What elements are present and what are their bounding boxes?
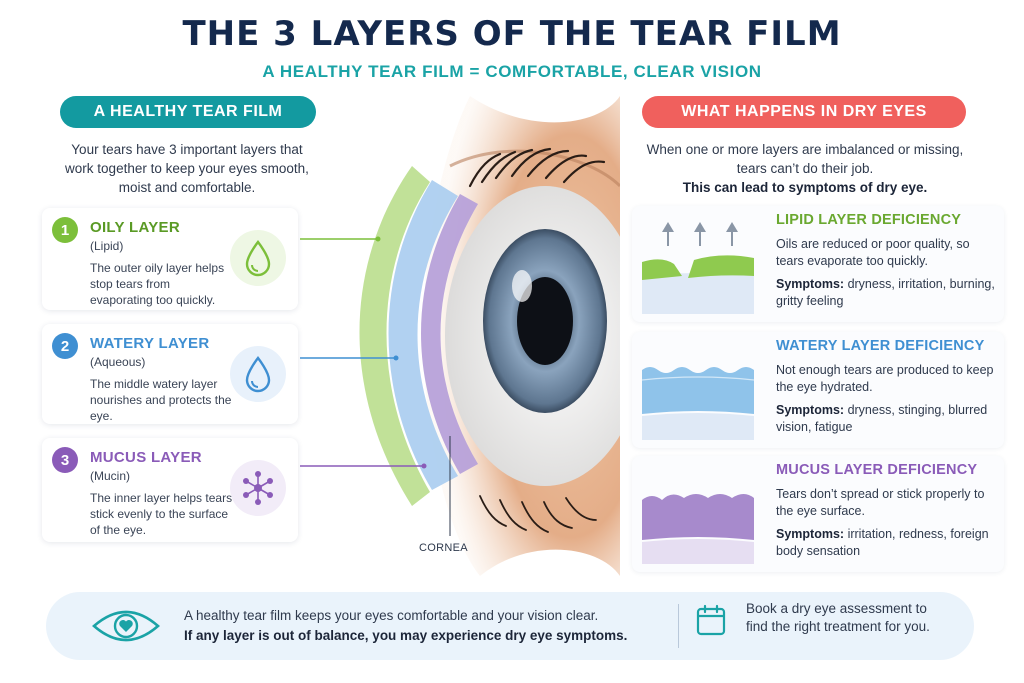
- oil-drop-icon: [230, 230, 286, 286]
- page-subtitle: A HEALTHY TEAR FILM = COMFORTABLE, CLEAR…: [262, 62, 762, 81]
- layer-description: The middle watery layer nourishes and pr…: [90, 377, 232, 423]
- water-drop-icon: [230, 346, 286, 402]
- symptoms-label: Symptoms:: [776, 403, 845, 417]
- footer-message: A healthy tear film keeps your eyes comf…: [184, 606, 664, 646]
- symptoms-text: irritation, redness, foreign body sensat…: [776, 527, 989, 558]
- layer-number: 2: [52, 333, 78, 359]
- layer-subtitle: (Aqueous): [90, 355, 146, 369]
- layer-description: The inner layer helps tears stick evenly…: [90, 491, 233, 537]
- healthy-tear-film-heading: A HEALTHY TEAR FILM: [60, 96, 316, 128]
- layer-description: The outer oily layer helps stop tears fr…: [90, 261, 225, 307]
- deficiency-description: Oils are reduced or poor quality, so tea…: [776, 237, 970, 268]
- mucus-deficiency-card: MUCUS LAYER DEFICIENCY Tears don’t sprea…: [632, 456, 1004, 572]
- healthy-intro-text: Your tears have 3 important layers that …: [65, 142, 309, 195]
- layer-number: 3: [52, 447, 78, 473]
- deficiency-symptoms: Symptoms: irritation, redness, foreign b…: [776, 526, 996, 560]
- oily-layer-card: 1 OILY LAYER (Lipid) The outer oily laye…: [42, 208, 298, 310]
- watery-deficiency-card: WATERY LAYER DEFICIENCY Not enough tears…: [632, 332, 1004, 448]
- deficiency-description: Tears don’t spread or stick properly to …: [776, 487, 985, 518]
- footer-line-2: If any layer is out of balance, you may …: [184, 628, 628, 643]
- calendar-icon: [696, 604, 726, 636]
- deficiency-symptoms: Symptoms: dryness, irritation, burning, …: [776, 276, 996, 310]
- dry-eyes-intro: When one or more layers are imbalanced o…: [640, 140, 970, 197]
- layer-name: WATERY LAYER: [90, 335, 210, 352]
- footer-line-1: A healthy tear film keeps your eyes comf…: [184, 608, 599, 623]
- book-assessment-text: Book a dry eye assessment to find the ri…: [746, 601, 930, 634]
- footer-divider: [678, 604, 679, 648]
- mucus-layer-card: 3 MUCUS LAYER (Mucin) The inner layer he…: [42, 438, 298, 542]
- symptoms-label: Symptoms:: [776, 277, 845, 291]
- mucus-deficiency-illustration: [642, 494, 754, 564]
- lipid-deficiency-card: LIPID LAYER DEFICIENCY Oils are reduced …: [632, 206, 1004, 322]
- watery-layer-card: 2 WATERY LAYER (Aqueous) The middle wate…: [42, 324, 298, 424]
- layer-subtitle: (Lipid): [90, 239, 124, 253]
- dry-eyes-intro-emphasis: This can lead to symptoms of dry eye.: [682, 180, 928, 195]
- symptoms-text: dryness, stinging, blurred vision, fatig…: [776, 403, 988, 434]
- deficiency-title: MUCUS LAYER DEFICIENCY: [776, 462, 978, 478]
- footer-banner: A healthy tear film keeps your eyes comf…: [46, 592, 974, 660]
- layer-name: MUCUS LAYER: [90, 449, 202, 466]
- dry-eyes-intro-text: When one or more layers are imbalanced o…: [646, 142, 964, 176]
- layer-name: OILY LAYER: [90, 219, 180, 236]
- lipid-evaporation-illustration: [642, 222, 754, 314]
- deficiency-title: LIPID LAYER DEFICIENCY: [776, 212, 962, 228]
- eye-heart-icon: [92, 610, 160, 642]
- layer-subtitle: (Mucin): [90, 469, 131, 483]
- cornea-label: CORNEA: [419, 542, 468, 554]
- page-title: THE 3 LAYERS OF THE TEAR FILM: [182, 14, 842, 54]
- eye-illustration: [300, 96, 645, 576]
- deficiency-symptoms: Symptoms: dryness, stinging, blurred vis…: [776, 402, 996, 436]
- layer-number: 1: [52, 217, 78, 243]
- symptoms-text: dryness, irritation, burning, gritty fee…: [776, 277, 995, 308]
- symptoms-label: Symptoms:: [776, 527, 845, 541]
- deficiency-description: Not enough tears are produced to keep th…: [776, 363, 994, 394]
- watery-deficiency-illustration: [642, 367, 754, 440]
- dry-eyes-heading: WHAT HAPPENS IN DRY EYES: [642, 96, 966, 128]
- molecule-icon: [230, 460, 286, 516]
- deficiency-title: WATERY LAYER DEFICIENCY: [776, 338, 985, 354]
